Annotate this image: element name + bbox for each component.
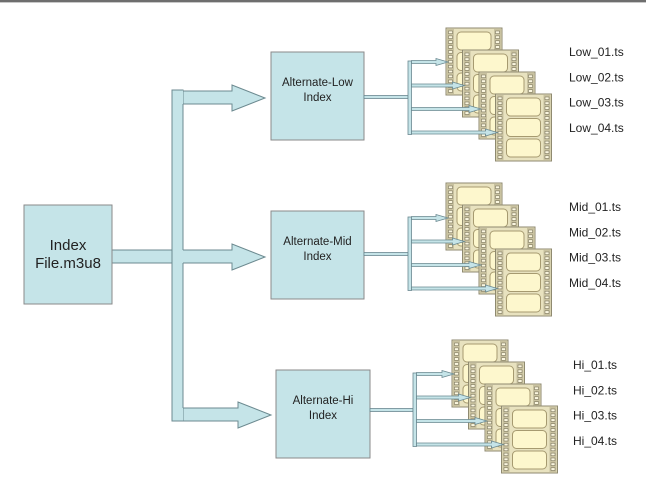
branch-label-line2: Index [303, 251, 331, 263]
arrow-root-to-mid [111, 243, 267, 271]
segment-arrow [411, 57, 450, 67]
film-segment-icon [495, 93, 552, 162]
connector-line [363, 252, 409, 256]
segment-filename: Hi_01.ts [573, 358, 617, 372]
top-border [0, 0, 646, 3]
film-segment-icon [495, 248, 552, 317]
arrow-to-low [182, 84, 267, 112]
root-label-line2: File.m3u8 [35, 255, 101, 272]
segment-filename: Low_01.ts [569, 45, 624, 59]
distributor-bar [407, 60, 412, 135]
root-index-node: Index File.m3u8 [23, 204, 113, 305]
segment-stack [445, 27, 552, 162]
connector-line [363, 95, 409, 99]
segment-arrow [411, 81, 466, 90]
segment-arrow [411, 237, 466, 246]
segment-arrow [416, 416, 489, 426]
segment-filename: Low_02.ts [569, 70, 624, 84]
segment-filename: Low_03.ts [569, 96, 624, 110]
segment-filename: Hi_02.ts [573, 383, 617, 397]
root-label-line1: Index [50, 237, 87, 254]
film-segment-icon [501, 405, 558, 474]
segment-arrow [411, 128, 499, 137]
segment-filename: Mid_04.ts [569, 276, 621, 290]
branch-label-line1: Alternate-Low [282, 77, 354, 89]
segment-filename: Mid_01.ts [569, 200, 621, 214]
branch-label-line2: Index [303, 92, 331, 104]
segment-arrows [411, 213, 499, 293]
segment-filename: Mid_03.ts [569, 251, 621, 265]
distributor-bar [412, 372, 417, 447]
connector-line [369, 408, 414, 412]
segment-filename: Low_04.ts [569, 121, 624, 135]
segment-arrows [416, 369, 505, 449]
segment-arrow [416, 369, 456, 379]
branch-label-line1: Alternate-Mid [283, 236, 351, 248]
segment-stack [451, 339, 558, 474]
segment-filename: Hi_04.ts [573, 434, 617, 448]
branch-label-line2: Index [309, 410, 337, 422]
branch-label-line1: Alternate-Hi [293, 395, 354, 407]
segment-arrow [411, 260, 483, 270]
segment-arrow [411, 284, 499, 293]
segment-filename: Mid_02.ts [569, 225, 621, 239]
segment-arrow [411, 213, 450, 223]
segment-arrow [416, 440, 505, 449]
distributor-bar [407, 216, 412, 291]
arrow-to-hi [182, 401, 273, 429]
segment-filename: Hi_03.ts [573, 409, 617, 423]
segment-stack [445, 182, 552, 317]
segment-arrow [416, 393, 472, 402]
segment-arrow [411, 104, 483, 114]
segment-arrows [411, 57, 499, 137]
